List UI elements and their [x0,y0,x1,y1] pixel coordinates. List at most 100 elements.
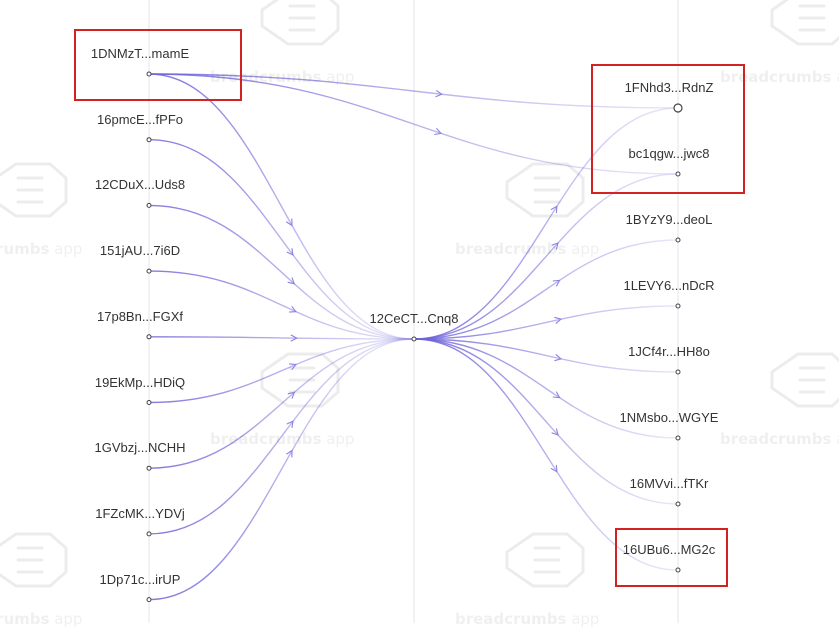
receiver-node-dot[interactable] [675,171,681,177]
center-node-dot[interactable] [411,336,417,342]
sender-node-dot[interactable] [146,268,152,274]
edge-arrow [290,334,298,342]
highlight-box [591,64,745,194]
watermark-logo [770,352,839,408]
receiver-node-dot[interactable] [675,303,681,309]
watermark-brand: breadcrumbs [210,68,322,86]
receiver-address-label[interactable]: 16MVvi...fTKr [629,476,709,491]
watermark-text: breadcrumbs app [455,610,599,628]
edge-arrow [286,420,294,428]
sender-address-label[interactable]: 16pmcE...fPFo [97,111,183,127]
edge-arrow [285,218,293,227]
receiver-address-label[interactable]: bc1qgw...jwc8 [628,146,710,161]
edge-sender-to-center [148,270,415,340]
edge-arrow [289,305,297,313]
sender-address-label[interactable]: 151jAU...7i6D [99,243,181,259]
sender-node-dot[interactable] [146,597,152,603]
watermark-brand: breadcrumbs [720,68,832,86]
edge-arrow [287,277,296,285]
edge-sender-to-center [148,338,415,469]
sender-address-label[interactable]: 1Dp71c...irUP [99,571,181,587]
receiver-node-dot[interactable] [675,237,681,243]
watermark-brand: breadcrumbs [0,240,50,258]
receiver-node-dot[interactable] [675,567,681,573]
watermark-logo [260,352,340,408]
sender-node-dot[interactable] [146,400,152,405]
edge-arrow [434,128,443,136]
edges-layer [148,73,679,601]
watermark-text: breadcrumbs app [720,68,839,86]
edge-arrow [286,248,294,256]
edge-arrow [435,89,443,98]
edge-arrow [285,449,293,458]
watermark-brand: breadcrumbs [210,430,322,448]
sender-address-label[interactable]: 1FZcMK...YDVj [95,505,185,521]
edge-arrow [551,242,559,250]
edge-center-to-receiver [413,338,679,571]
watermark-brand: breadcrumbs [455,240,567,258]
edge-direct-link [148,73,679,109]
watermark-suffix: app [566,240,600,258]
receiver-address-label[interactable]: 1FNhd3...RdnZ [624,80,714,95]
highlight-box [615,528,728,587]
receiver-address-label[interactable]: 1BYzY9...deoL [625,212,713,227]
watermark-text: breadcrumbs app [210,430,354,448]
watermark-text: breadcrumbs app [720,430,839,448]
sender-address-label[interactable]: 1DNMzT...mamE [90,46,190,61]
receiver-address-label[interactable]: 16UBu6...MG2c [622,542,716,557]
watermark-logo [0,162,68,218]
edge-arrow [554,354,563,362]
watermark-text: breadcrumbs app [210,68,354,86]
receiver-address-label[interactable]: 1JCf4r...HH8o [628,344,710,359]
receiver-address-label[interactable]: 1NMsbo...WGYE [619,410,719,425]
watermark-suffix: app [831,68,839,86]
edge-arrow [554,316,563,324]
watermark-logo [0,532,68,588]
receiver-node-dot[interactable] [675,501,681,507]
watermark-brand: breadcrumbs [0,610,50,628]
edge-arrow [551,428,559,436]
watermark-brand: breadcrumbs [455,610,567,628]
edge-arrow [287,391,296,399]
edge-center-to-receiver [413,107,679,340]
edge-arrow [552,279,561,287]
watermark-logo [505,532,585,588]
edge-sender-to-center [148,73,415,340]
receiver-address-label[interactable]: 1LEVY6...nDcR [623,278,715,293]
edge-center-to-receiver [413,338,679,505]
sender-address-label[interactable]: 1GVbzj...NCHH [94,440,186,456]
watermark-logo [505,162,585,218]
sender-node-dot[interactable] [146,334,152,340]
watermark-layer [0,0,839,588]
receiver-node-dot[interactable] [675,435,681,441]
sender-node-dot[interactable] [146,531,152,537]
edge-sender-to-center [148,338,415,535]
receiver-node-dot[interactable] [673,103,683,113]
watermark-brand: breadcrumbs [720,430,832,448]
watermark-suffix: app [321,430,355,448]
sender-address-label[interactable]: 12CDuX...Uds8 [94,177,186,193]
sender-address-label[interactable]: 19EkMp...HDiQ [94,374,186,390]
watermark-suffix: app [49,240,83,258]
watermark-logo [770,0,839,46]
sender-node-dot[interactable] [146,71,152,77]
watermark-suffix: app [566,610,600,628]
watermark-text: breadcrumbs app [0,610,82,628]
sender-node-dot[interactable] [146,465,152,471]
watermark-suffix: app [321,68,355,86]
watermark-text: breadcrumbs app [0,240,82,258]
watermark-suffix: app [49,610,83,628]
center-address-label[interactable]: 12CeCT...Cnq8 [369,311,459,326]
nodes-layer [146,71,683,603]
watermark-suffix: app [831,430,839,448]
watermark-text: breadcrumbs app [455,240,599,258]
edge-center-to-receiver [413,173,679,340]
receiver-node-dot[interactable] [675,369,681,375]
edge-arrow [552,391,561,399]
edge-arrow [550,464,558,473]
sender-node-dot[interactable] [146,137,152,143]
sender-address-label[interactable]: 17p8Bn...FGXf [97,308,183,324]
sender-node-dot[interactable] [146,202,152,208]
edge-center-to-receiver [413,305,679,340]
